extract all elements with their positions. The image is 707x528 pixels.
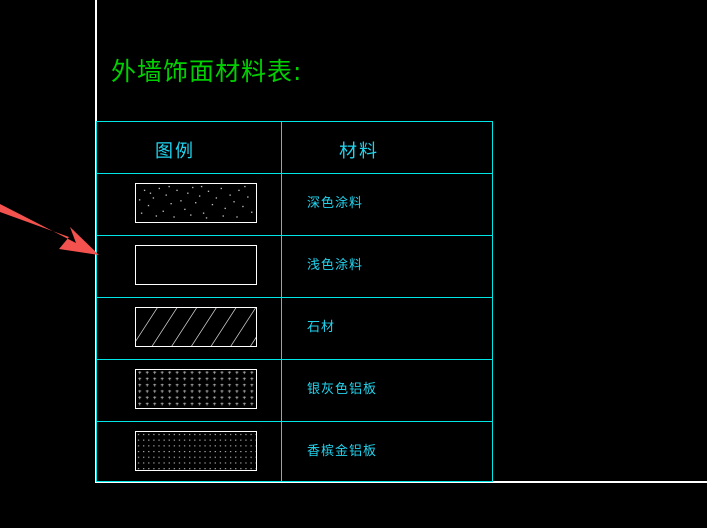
table-rule-top <box>96 121 493 122</box>
empty-hatch-icon <box>136 246 256 284</box>
page-title: 外墙饰面材料表: <box>111 57 303 86</box>
material-name-row-3: 石材 <box>307 320 336 335</box>
material-name-row-2: 浅色涂料 <box>307 258 364 273</box>
material-name-row-1: 深色涂料 <box>307 196 364 211</box>
legend-swatch-stone <box>135 307 257 347</box>
table-rule-bottom <box>96 481 493 482</box>
table-rule-row-4 <box>96 421 493 422</box>
table-rule-right <box>492 121 493 482</box>
table-rule-header-bottom <box>96 173 493 174</box>
diagonal-line-hatch-icon <box>136 308 256 346</box>
table-rule-column-divider <box>281 121 282 482</box>
column-header-material: 材料 <box>339 141 379 162</box>
legend-swatch-silver-gray-aluminum <box>135 369 257 409</box>
material-name-row-4: 银灰色铝板 <box>307 382 378 397</box>
table-rule-row-1 <box>96 235 493 236</box>
legend-swatch-champagne-gold-aluminum <box>135 431 257 471</box>
material-schedule-table <box>96 121 493 482</box>
legend-swatch-dark-coating <box>135 183 257 223</box>
table-rule-row-3 <box>96 359 493 360</box>
sparse-speckle-hatch-icon <box>138 185 253 219</box>
annotation-arrow <box>0 183 110 263</box>
column-header-legend: 图例 <box>155 141 195 162</box>
arrow-icon <box>0 204 99 255</box>
table-rule-row-2 <box>96 297 493 298</box>
table-rule-left <box>96 121 97 482</box>
paper-edge-bottom-line <box>95 481 707 483</box>
dot-grid-hatch-icon <box>136 432 256 470</box>
dense-cross-hatch-icon <box>136 370 256 408</box>
material-name-row-5: 香槟金铝板 <box>307 444 378 459</box>
legend-swatch-light-coating <box>135 245 257 285</box>
